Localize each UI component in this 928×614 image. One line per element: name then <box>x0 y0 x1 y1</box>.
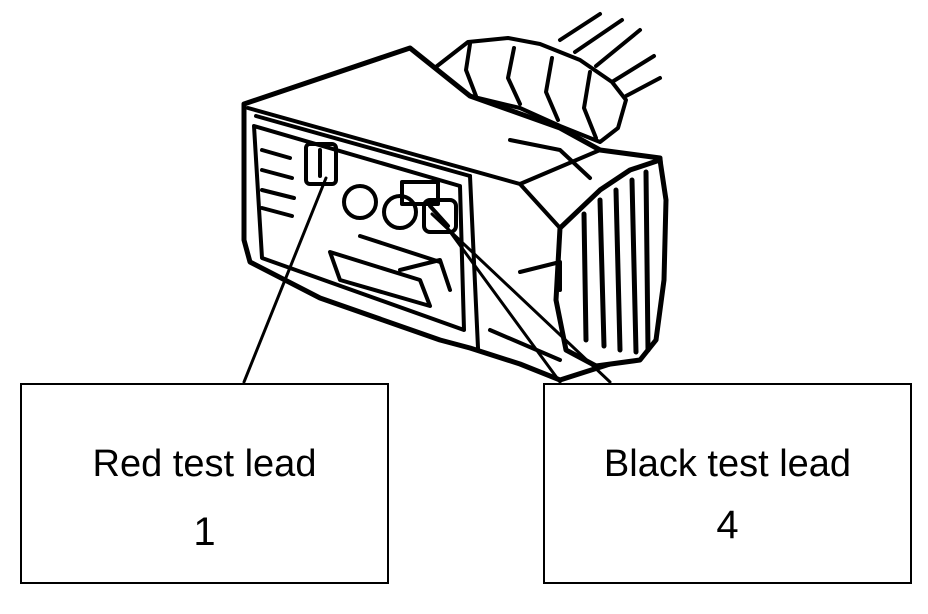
red-test-lead-title: Red test lead <box>92 443 317 485</box>
connector-latch <box>553 157 669 369</box>
red-test-lead-pin: 1 <box>193 510 216 554</box>
black-test-lead-label-box: Black test lead 4 <box>543 383 912 584</box>
front-opening <box>252 124 466 332</box>
wire <box>624 76 662 98</box>
leader-line-black <box>438 216 562 384</box>
wire <box>594 28 642 68</box>
black-test-lead-title: Black test lead <box>603 443 852 485</box>
black-test-lead-pin: 4 <box>716 503 739 547</box>
wire <box>610 54 656 84</box>
leader-line-black <box>430 212 612 384</box>
red-test-lead-label-box: Red test lead 1 <box>20 383 389 584</box>
housing-side-slots <box>488 138 592 362</box>
wire-seal <box>428 36 628 144</box>
terminal-cavities <box>304 142 458 308</box>
leader-line-red <box>242 176 328 384</box>
wire-bundle <box>558 12 662 98</box>
wire <box>558 12 602 42</box>
wire <box>573 18 624 54</box>
